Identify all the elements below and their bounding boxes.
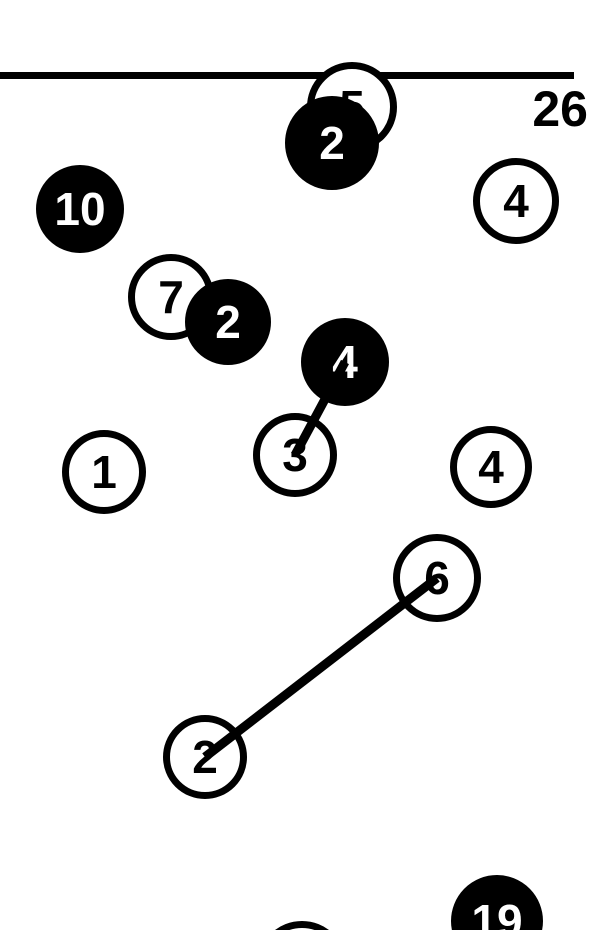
- number-circle[interactable]: 4: [301, 318, 389, 406]
- number-circle[interactable]: 4: [450, 426, 532, 508]
- number-circle[interactable]: 19: [451, 875, 543, 930]
- number-circle[interactable]: 2: [185, 279, 271, 365]
- number-circle[interactable]: 6: [393, 534, 481, 622]
- number-circle[interactable]: 4: [473, 158, 559, 244]
- score-label: 26: [532, 81, 588, 137]
- number-circle[interactable]: [257, 921, 347, 930]
- number-circle[interactable]: 2: [285, 96, 379, 190]
- number-circle[interactable]: 10: [36, 165, 124, 253]
- top-border-line: [0, 72, 574, 79]
- number-circle[interactable]: 2: [163, 715, 247, 799]
- number-circle[interactable]: 3: [253, 413, 337, 497]
- number-circle[interactable]: 1: [62, 430, 146, 514]
